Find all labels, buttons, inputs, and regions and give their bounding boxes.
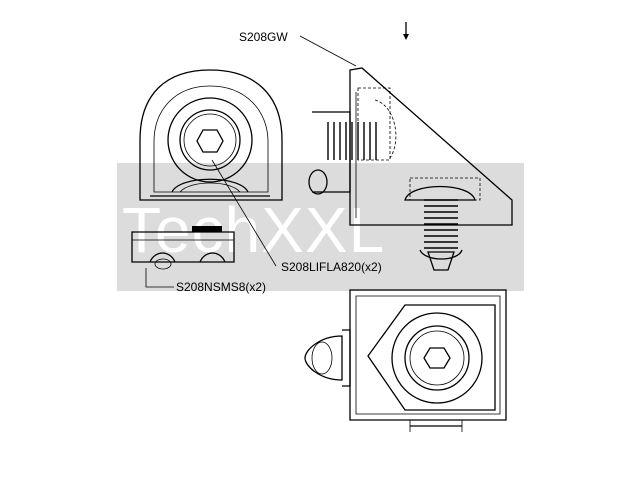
leader-lines [145, 35, 357, 288]
watermark-text: TechXXL [122, 194, 385, 266]
bottom-view [304, 289, 507, 432]
front-view [139, 69, 283, 201]
side-view [308, 22, 513, 271]
horizontal-bolt-thread [327, 122, 377, 160]
watermark: TechXXL [117, 163, 524, 291]
callout-s208gw: S208GW [239, 30, 288, 44]
vertical-bolt-thread [424, 199, 458, 249]
callout-s208nsms8: S208NSMS8(x2) [176, 280, 266, 294]
callout-s208lifla820: S208LIFLA820(x2) [281, 260, 382, 274]
nut-part [131, 226, 235, 270]
